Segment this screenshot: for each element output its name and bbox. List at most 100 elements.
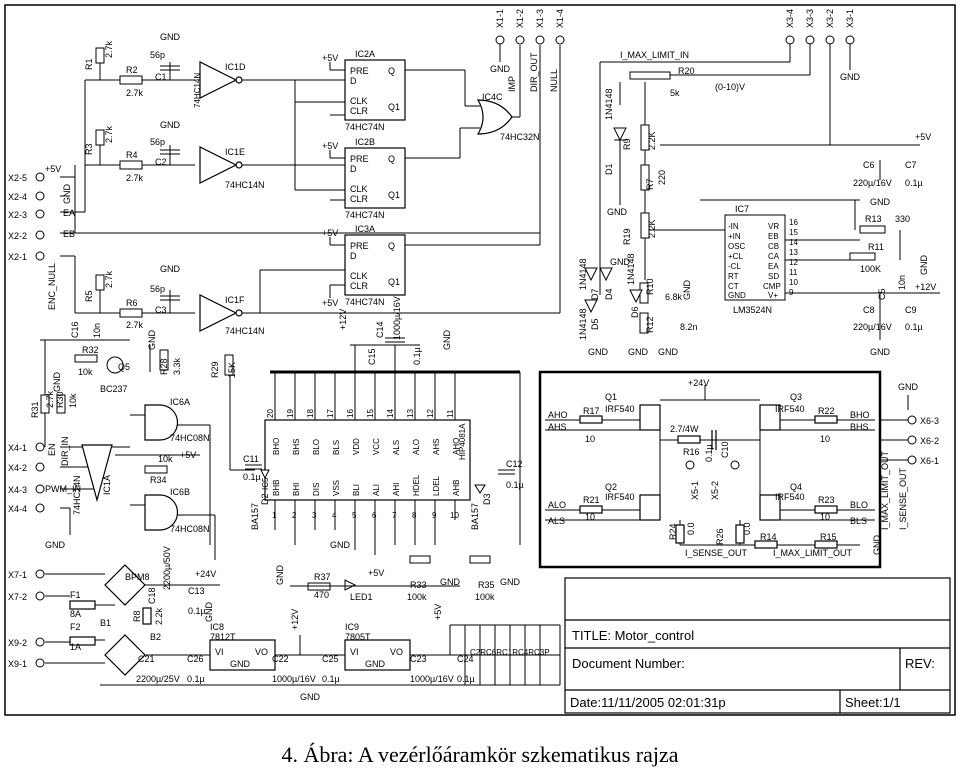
r10-value: 6.8k <box>665 292 683 302</box>
ic7-part: LM3524N <box>733 305 772 315</box>
eb-net-label: EB <box>63 229 75 239</box>
gnd-r35: GND <box>500 577 521 587</box>
ic2a-label: IC2A <box>355 49 375 59</box>
i-max-limit-out-right: I_MAX_LIMIT_OUT <box>880 450 890 530</box>
ic5-top-pin-1: BHO <box>272 438 281 455</box>
x5-2-label: X5-2 <box>710 481 720 500</box>
ic7-pin-r6: SD <box>768 272 779 281</box>
r19-value: 2.2K <box>647 219 657 238</box>
r19-label: R19 <box>622 228 632 245</box>
r3-value: 2.7k <box>104 125 114 143</box>
f2-fuse <box>69 636 96 646</box>
gnd-c13: GND <box>204 602 214 623</box>
ic1d-gate-symbol <box>199 61 238 99</box>
alo-net: ALO <box>548 500 566 510</box>
r37-label: R37 <box>314 572 331 582</box>
c15-value: 0.1µ <box>412 347 422 365</box>
r20-range: (0-10)V <box>715 82 745 92</box>
ic5-bot-pin-7: AHI <box>392 483 401 496</box>
blo-net: BLO <box>850 500 868 510</box>
gnd-label-c2: GND <box>160 120 181 130</box>
x5-1-label: X5-1 <box>690 481 700 500</box>
ic7-pin-l2: +IN <box>728 232 741 241</box>
c15-label: C15 <box>367 348 377 365</box>
ic2b-label: IC2B <box>355 137 375 147</box>
gnd-x4-4: GND <box>45 540 66 550</box>
c18-value: 2200µ/50V <box>162 546 172 590</box>
connector-x1-4: X1-4 <box>555 9 565 28</box>
bhs-net: BHS <box>850 422 869 432</box>
gnd-d5: GND <box>588 347 609 357</box>
c7-label: C7 <box>905 160 917 170</box>
connector-x2-4: X2-4 <box>8 192 27 202</box>
f2-value: 1A <box>70 642 81 652</box>
c22-value: 1000µ/16V <box>272 674 316 684</box>
c23-label: C23 <box>410 654 427 664</box>
p5v-ff1: +5V <box>322 53 338 63</box>
c11-value: 0.1µ <box>243 472 261 482</box>
ic7-pin-r7: CMP <box>763 282 781 291</box>
ic2b-pre: PRE <box>350 154 369 164</box>
h-bridge-box <box>538 370 882 569</box>
ic7-pin-r3: CB <box>768 242 779 251</box>
connector-x6-3: X6-3 <box>920 416 939 426</box>
c3-value: 56p <box>150 284 165 294</box>
ic1f-label: IC1F <box>225 295 245 305</box>
d1-label: D1 <box>604 163 614 175</box>
d-type-1: 1N4148 <box>578 258 588 290</box>
ic2a-part: 74HC74N <box>345 122 385 132</box>
r28-value: 3.3k <box>172 357 182 375</box>
ic5-top-pin-3: BLO <box>312 439 321 455</box>
ic1a-part: 74HC14N <box>72 475 82 515</box>
c5-value: 10n <box>897 275 907 290</box>
i-max-limit-out-net: I_MAX_LIMIT_OUT <box>773 548 853 558</box>
ic5-bot-pin-4: VSS <box>332 480 341 496</box>
gnd-c8: GND <box>870 347 891 357</box>
ic2b-clk: CLK <box>350 184 368 194</box>
d-type-3: 1N4148 <box>626 253 636 285</box>
ic5-top-num-5: 16 <box>346 409 355 418</box>
c14-value: 1000µ/16V <box>392 296 402 340</box>
r26-value: 0.0 <box>742 522 752 535</box>
ic5-bot-num-5: 5 <box>352 511 357 520</box>
p12v-ic5: +12V <box>338 309 348 330</box>
ic9-part: 7805T <box>345 632 371 642</box>
gnd-ic7-pin: GND <box>682 280 692 301</box>
f1-label: F1 <box>70 590 81 600</box>
ic9-vo: VO <box>390 647 403 657</box>
ic5-bot-pin-3: DIS <box>312 483 321 496</box>
ic9-label: IC9 <box>345 622 359 632</box>
ahs-net: AHS <box>548 422 567 432</box>
ic5-bot-num-4: 4 <box>332 511 337 520</box>
d3-type: BA157 <box>470 503 480 530</box>
ic8-vo: VO <box>255 647 268 657</box>
p12v-reg: +12V <box>290 609 300 630</box>
ic9-regulator <box>344 639 411 671</box>
ic5-bot-pin-8: HDEL <box>412 474 421 496</box>
d4-label: D4 <box>604 288 614 300</box>
imp-net: IMP <box>507 76 517 92</box>
ic5-top-num-2: 19 <box>286 409 295 418</box>
r14-label: R14 <box>760 532 777 542</box>
title-block-sheet: Sheet:1/1 <box>845 695 901 710</box>
ic5-top-num-8: 13 <box>406 409 415 418</box>
p12v-ic7: +12V <box>915 282 936 292</box>
r35-value: 100k <box>475 592 495 602</box>
r32-value: 10k <box>78 367 93 377</box>
r15-label: R15 <box>820 532 837 542</box>
c12-value: 0.1µ <box>506 480 524 490</box>
gnd-ic5: GND <box>442 330 452 351</box>
gnd-r28: GND <box>147 330 157 351</box>
r13-label: R13 <box>865 214 882 224</box>
connector-x9-2: X9-2 <box>8 638 27 648</box>
ic5-top-pin-7: ALS <box>392 440 401 455</box>
ic9-gnd: GND <box>365 659 386 669</box>
ic5-top-pin-5: VDD <box>352 438 361 455</box>
connector-x3-2: X3-2 <box>825 9 835 28</box>
ic1e-gate-symbol <box>199 146 238 184</box>
r33-label: R33 <box>410 580 427 590</box>
sheet-border <box>4 4 956 716</box>
ic2a-clk: CLK <box>350 96 368 106</box>
ic7-pin-r8: V+ <box>768 291 778 300</box>
encoder-input-section <box>60 60 560 314</box>
